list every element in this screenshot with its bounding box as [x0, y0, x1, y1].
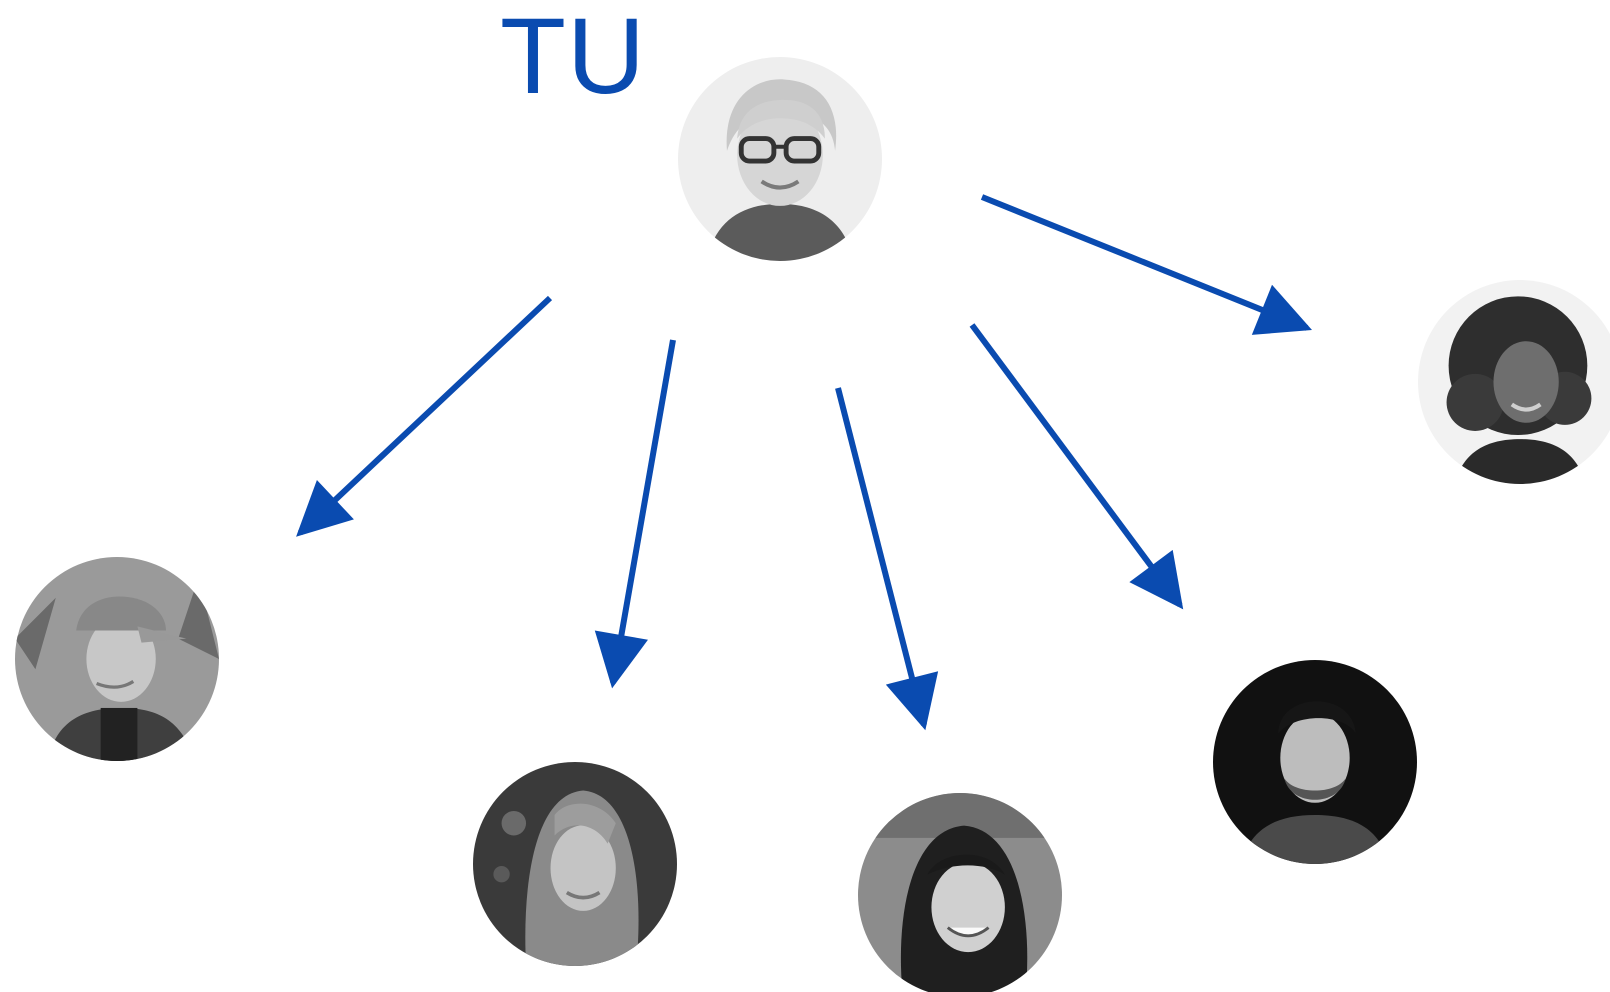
- arrow-to-person-3: [594, 339, 676, 689]
- you-label: TU: [500, 0, 646, 116]
- arrow-to-person-4: [835, 387, 939, 731]
- avatar-person-4: [858, 793, 1062, 992]
- avatar-person-2: [15, 557, 219, 761]
- arrow-to-person-2: [296, 295, 553, 537]
- avatar-person-3: [473, 762, 677, 966]
- arrow-to-person-1: [980, 194, 1313, 335]
- avatar-person-1: [1418, 280, 1610, 484]
- avatar-person-5: [1213, 660, 1417, 864]
- arrow-to-person-5: [969, 323, 1184, 610]
- avatar-you: [678, 57, 882, 261]
